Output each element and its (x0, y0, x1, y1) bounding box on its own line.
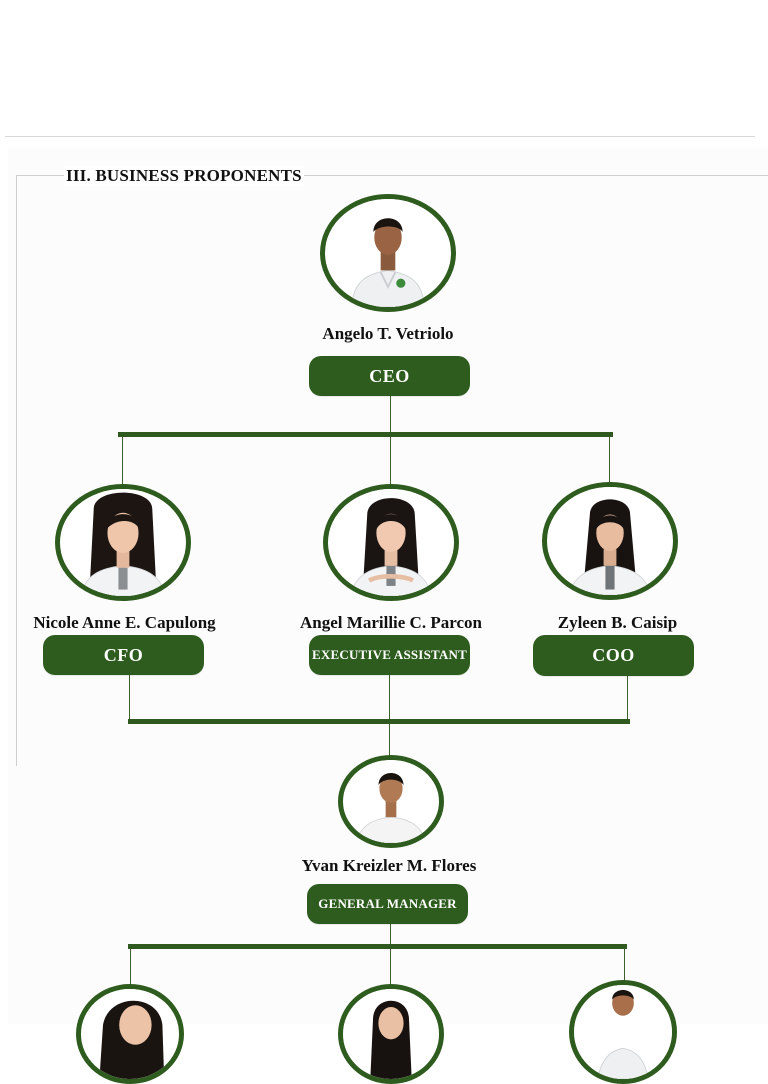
ea-photo (323, 484, 459, 601)
connector-ea-down (389, 675, 390, 721)
cfo-role-badge: CFO (43, 635, 204, 675)
coo-role-badge: COO (533, 635, 694, 676)
section-frame (16, 175, 768, 766)
connector-gm-down (390, 924, 391, 946)
connector-ceo-down (390, 396, 391, 434)
coo-name: Zyleen B. Caisip (557, 613, 678, 632)
male-student-photo-icon (343, 760, 439, 843)
connector-cfo-up (122, 436, 123, 486)
ceo-photo (320, 194, 456, 312)
connector-bottom-right (624, 948, 625, 982)
connector-gm-up (389, 723, 390, 757)
bottom-center-photo (338, 984, 444, 1084)
female-student-photo-icon (81, 989, 179, 1079)
ceo-name: Angelo T. Vetriolo (322, 324, 454, 343)
connector-level-2 (118, 432, 613, 437)
gm-name: Yvan Kreizler M. Flores (301, 856, 477, 875)
connector-coo-down (627, 675, 628, 721)
female-student-photo-icon (547, 487, 673, 595)
ea-role-badge: EXECUTIVE ASSISTANT (309, 635, 470, 675)
female-student-photo-icon (343, 989, 439, 1079)
connector-level-4 (128, 944, 627, 949)
cfo-name: Nicole Anne E. Capulong (33, 613, 216, 632)
bottom-right-photo (569, 980, 677, 1084)
female-student-photo-icon (328, 489, 454, 596)
page-divider (5, 136, 755, 137)
bottom-left-photo (76, 984, 184, 1084)
ea-name: Angel Marillie C. Parcon (300, 613, 482, 632)
cfo-photo (55, 484, 191, 601)
connector-level-3 (128, 719, 630, 724)
male-student-photo-icon (325, 199, 451, 307)
section-title: III. BUSINESS PROPONENTS (64, 166, 304, 186)
female-student-photo-icon (60, 489, 186, 596)
gm-photo (338, 755, 444, 848)
connector-bottom-center (390, 948, 391, 986)
coo-photo (542, 482, 678, 600)
connector-ea-up (390, 436, 391, 486)
ceo-role-badge: CEO (309, 356, 470, 396)
connector-coo-up (609, 436, 610, 486)
connector-bottom-left (130, 948, 131, 986)
connector-cfo-down (129, 675, 130, 721)
male-student-photo-icon (574, 985, 672, 1079)
gm-role-badge: GENERAL MANAGER (307, 884, 468, 924)
